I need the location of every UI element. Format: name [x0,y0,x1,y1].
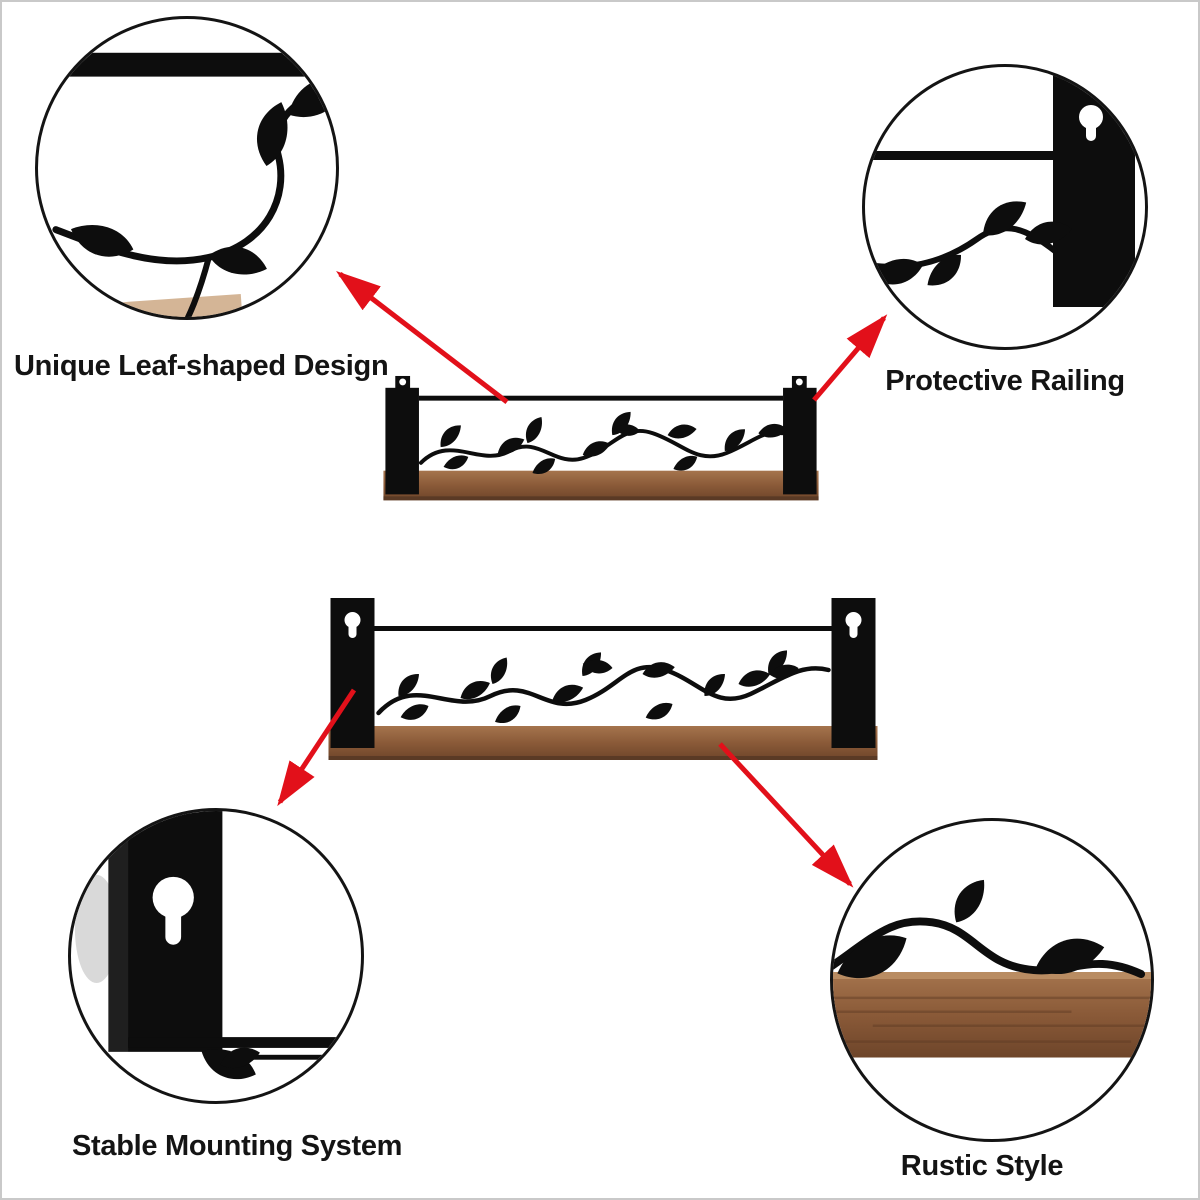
side-bracket-right [783,375,817,495]
label-leaf-design: Unique Leaf-shaped Design [14,350,389,382]
side-bracket-left [385,375,419,495]
callout-circle-protective-railing [862,64,1148,350]
wood-edge-highlight [833,972,1151,980]
wood-grain-lines [833,996,1151,1043]
mounting-bracket [1053,67,1135,307]
mounting-zoom-graphic [74,811,361,1089]
shelf-image-large [320,588,886,778]
wood-plank-graphic [328,726,878,760]
wood-plank-edge [383,496,819,501]
leaf-vine-icon [376,664,831,716]
label-mounting-system: Stable Mounting System [72,1130,403,1162]
keyhole-icon [152,876,194,945]
railing-zoom-graphic [865,67,1135,307]
leaf-design-zoom-graphic [38,52,336,317]
side-bracket-left [330,598,375,748]
keyhole-icon [845,612,862,638]
reflection-smudge [74,874,119,984]
rail-bar [374,626,832,631]
wood-plank-graphic [383,470,819,501]
rustic-zoom-graphic [833,873,1151,1058]
leaf-vine-icon [52,87,334,317]
callout-circle-rustic-style [830,818,1154,1142]
side-bracket-right [831,598,876,748]
keyhole-icon [1079,105,1103,141]
rail-bar [865,151,1057,160]
wood-plank-edge [328,756,878,760]
keyhole-icon [344,612,361,638]
rail-bar-lower [218,1054,361,1060]
wood-plank-graphic [833,972,1151,1058]
leaf-cluster-icon [392,645,800,728]
rail-bar [38,52,336,77]
wood-sliver [92,293,243,317]
rail-bar [418,395,784,401]
shelf-image-small [367,374,835,522]
callout-circle-mounting-system [68,808,364,1104]
label-protective-railing: Protective Railing [885,365,1125,397]
rail-bar [128,1037,361,1048]
shelf-large-graphic [328,598,878,760]
bracket-side-face [108,811,129,1052]
callout-circle-leaf-design [35,16,339,320]
label-rustic-style: Rustic Style [900,1150,1064,1182]
shelf-small-graphic [383,375,819,501]
